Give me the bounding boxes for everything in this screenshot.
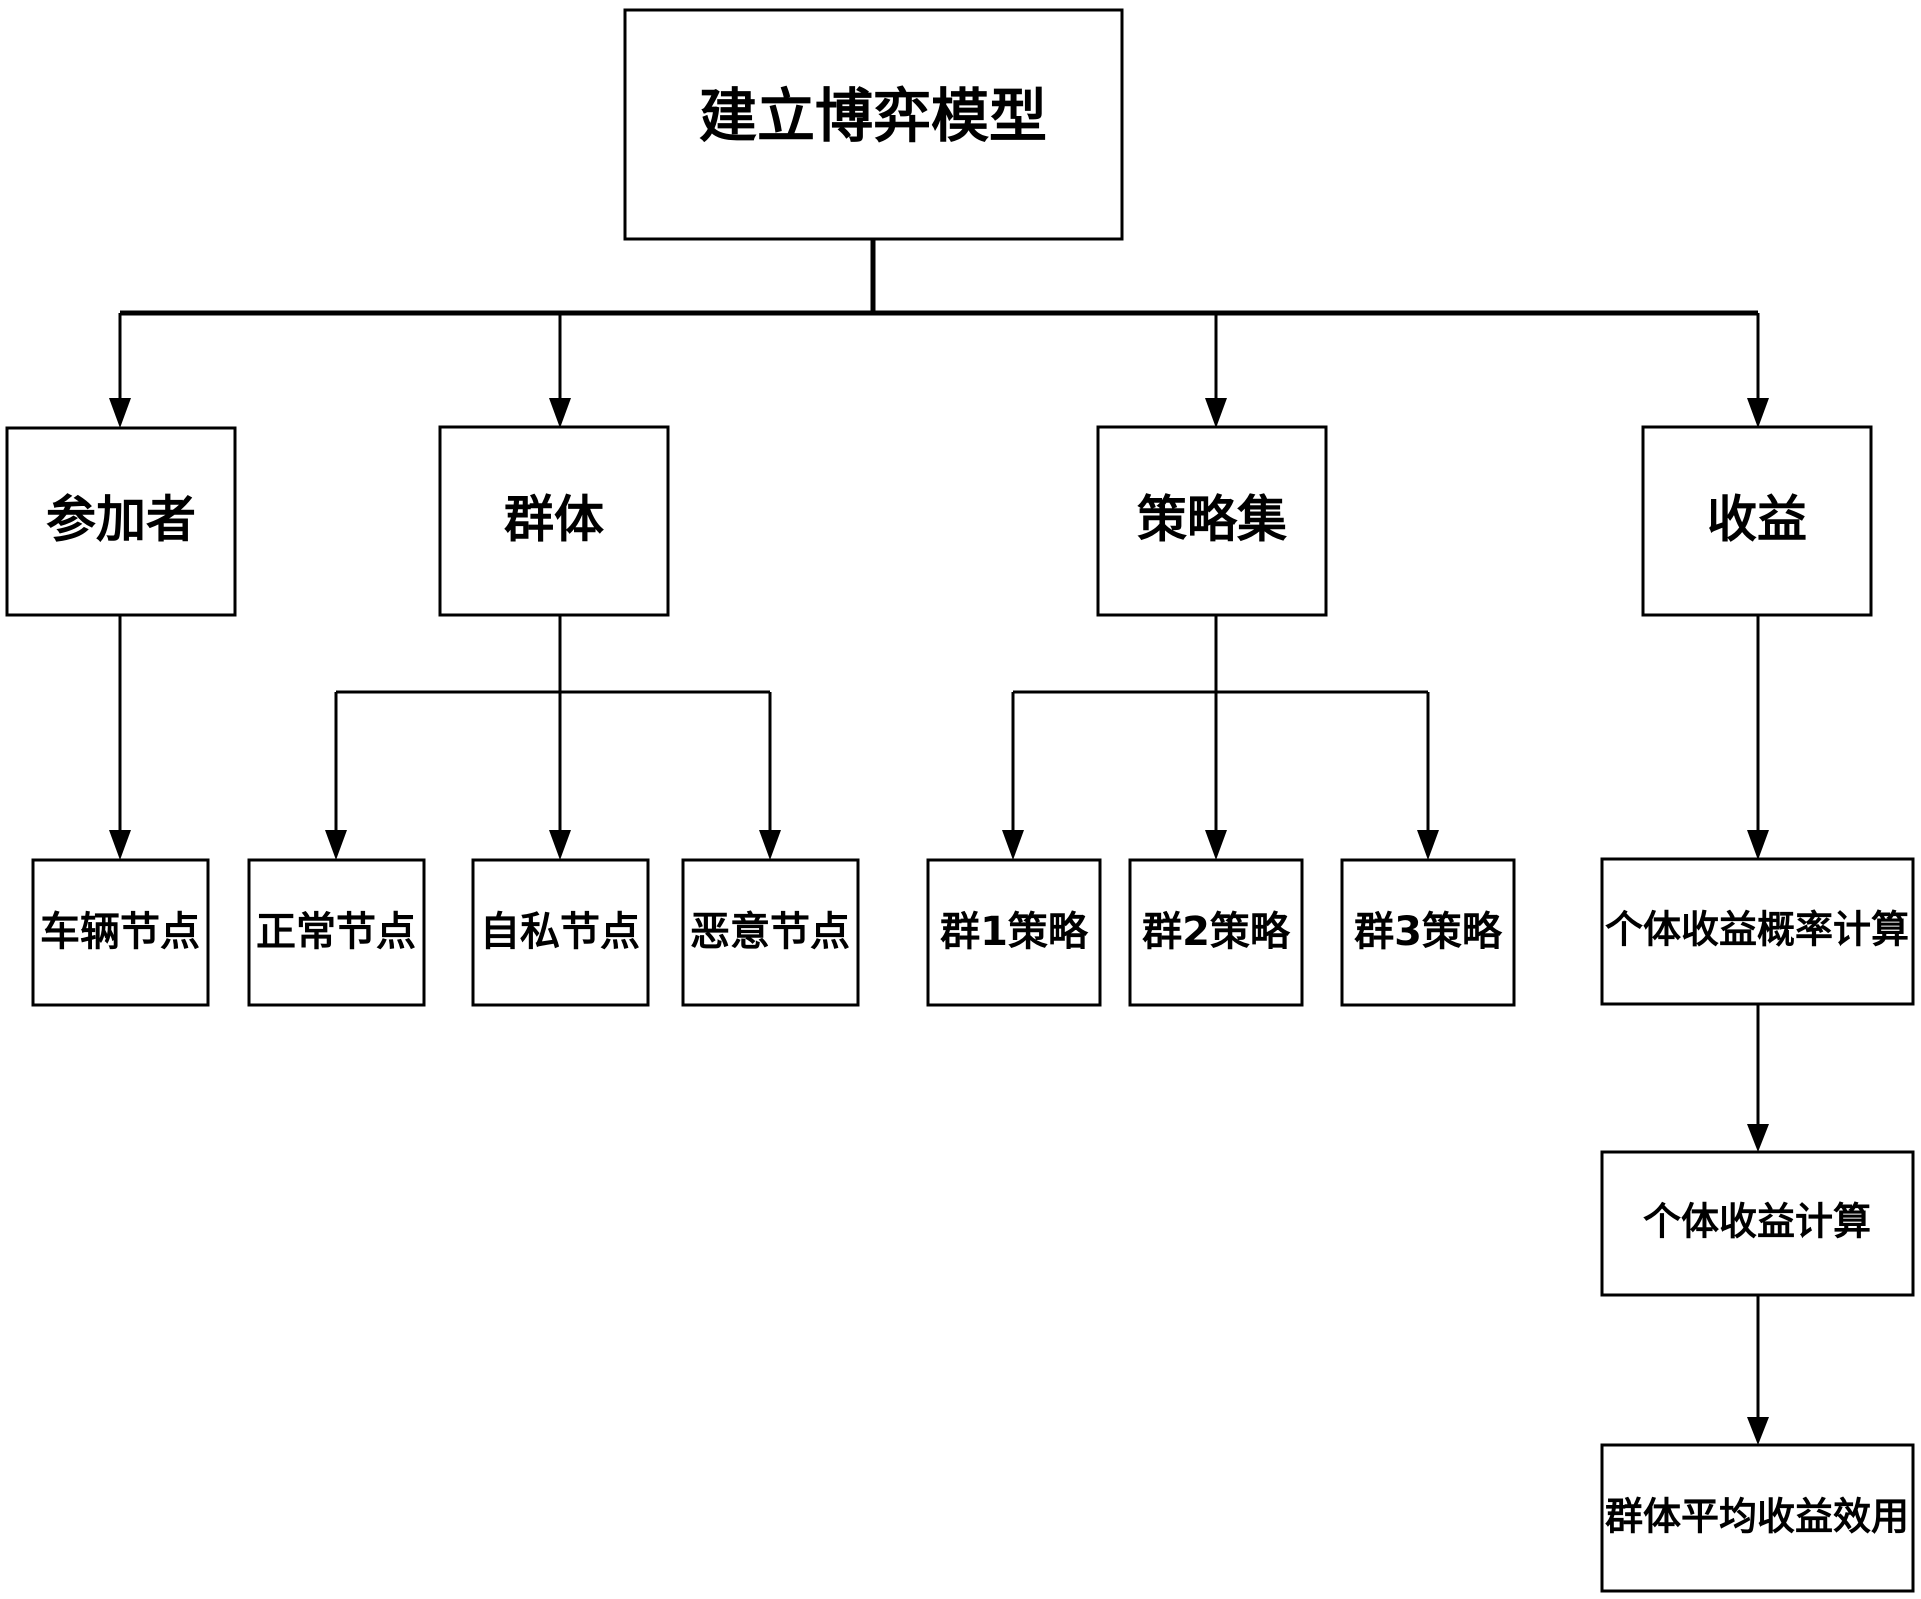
arrowhead-payoff	[1747, 398, 1769, 428]
node-root[interactable]: 建立博弈模型	[623, 8, 1124, 241]
node-group1-strategy-label: 群1策略	[940, 909, 1089, 955]
node-group-average-payoff-utility[interactable]: 群体平均收益效用	[1600, 1443, 1915, 1593]
arrowhead-selfish-node	[549, 830, 571, 860]
node-selfish-node-label: 自私节点	[480, 909, 640, 955]
node-individual-payoff-calc[interactable]: 个体收益计算	[1600, 1150, 1915, 1297]
node-participants[interactable]: 参加者	[5, 426, 237, 617]
arrowhead-group-average-payoff	[1747, 1417, 1769, 1445]
node-individual-payoff-calc-box[interactable]	[1600, 1150, 1915, 1297]
arrowhead-groups	[549, 398, 571, 428]
arrowhead-participants	[109, 398, 131, 428]
node-normal-node-label: 正常节点	[256, 909, 416, 955]
node-payoff-box[interactable]	[1641, 425, 1873, 617]
node-selfish-node-box[interactable]	[471, 858, 650, 1007]
node-normal-node[interactable]: 正常节点	[247, 858, 426, 1007]
arrowhead-group2-strategy	[1205, 830, 1227, 860]
node-strategy-set-box[interactable]	[1096, 425, 1328, 617]
node-strategy-set[interactable]: 策略集	[1096, 425, 1328, 617]
connector-layer	[109, 239, 1769, 1445]
node-group1-strategy-box[interactable]	[926, 858, 1102, 1007]
node-groups[interactable]: 群体	[438, 425, 670, 617]
node-normal-node-box[interactable]	[247, 858, 426, 1007]
node-groups-box[interactable]	[438, 425, 670, 617]
node-root-label: 建立博弈模型	[699, 82, 1047, 150]
arrowhead-group1-strategy	[1002, 830, 1024, 860]
node-participants-box[interactable]	[5, 426, 237, 617]
node-group-average-payoff-utility-box[interactable]	[1600, 1443, 1915, 1593]
arrowhead-group3-strategy	[1417, 830, 1439, 860]
node-payoff-label: 收益	[1707, 491, 1807, 549]
node-malicious-node-box[interactable]	[681, 858, 860, 1007]
arrowhead-normal-node	[325, 830, 347, 860]
node-payoff[interactable]: 收益	[1641, 425, 1873, 617]
node-individual-payoff-probability[interactable]: 个体收益概率计算	[1600, 857, 1915, 1006]
node-group1-strategy[interactable]: 群1策略	[926, 858, 1102, 1007]
node-individual-payoff-probability-label: 个体收益概率计算	[1605, 908, 1909, 952]
node-individual-payoff-calc-label: 个体收益计算	[1643, 1200, 1871, 1244]
node-malicious-node[interactable]: 恶意节点	[681, 858, 860, 1007]
node-malicious-node-label: 恶意节点	[690, 909, 850, 955]
node-group2-strategy-label: 群2策略	[1142, 909, 1291, 955]
node-individual-payoff-probability-box[interactable]	[1600, 857, 1915, 1006]
node-strategy-set-label: 策略集	[1137, 491, 1287, 549]
node-group-average-payoff-utility-label: 群体平均收益效用	[1605, 1495, 1909, 1539]
node-group2-strategy-box[interactable]	[1128, 858, 1304, 1007]
node-root-box[interactable]	[623, 8, 1124, 241]
node-participants-label: 参加者	[46, 491, 196, 549]
arrowhead-vehicle-node	[109, 830, 131, 860]
node-group3-strategy[interactable]: 群3策略	[1340, 858, 1516, 1007]
node-group3-strategy-box[interactable]	[1340, 858, 1516, 1007]
arrowhead-strategy-set	[1205, 398, 1227, 428]
node-group2-strategy[interactable]: 群2策略	[1128, 858, 1304, 1007]
node-selfish-node[interactable]: 自私节点	[471, 858, 650, 1007]
node-vehicle-node-label: 车辆节点	[40, 909, 200, 955]
arrowhead-malicious-node	[759, 830, 781, 860]
node-vehicle-node-box[interactable]	[31, 858, 210, 1007]
node-groups-label: 群体	[504, 491, 604, 549]
node-vehicle-node[interactable]: 车辆节点	[31, 858, 210, 1007]
arrowhead-individual-payoff-calc	[1747, 1124, 1769, 1152]
arrowhead-individual-payoff-probability	[1747, 830, 1769, 860]
node-group3-strategy-label: 群3策略	[1354, 909, 1503, 955]
